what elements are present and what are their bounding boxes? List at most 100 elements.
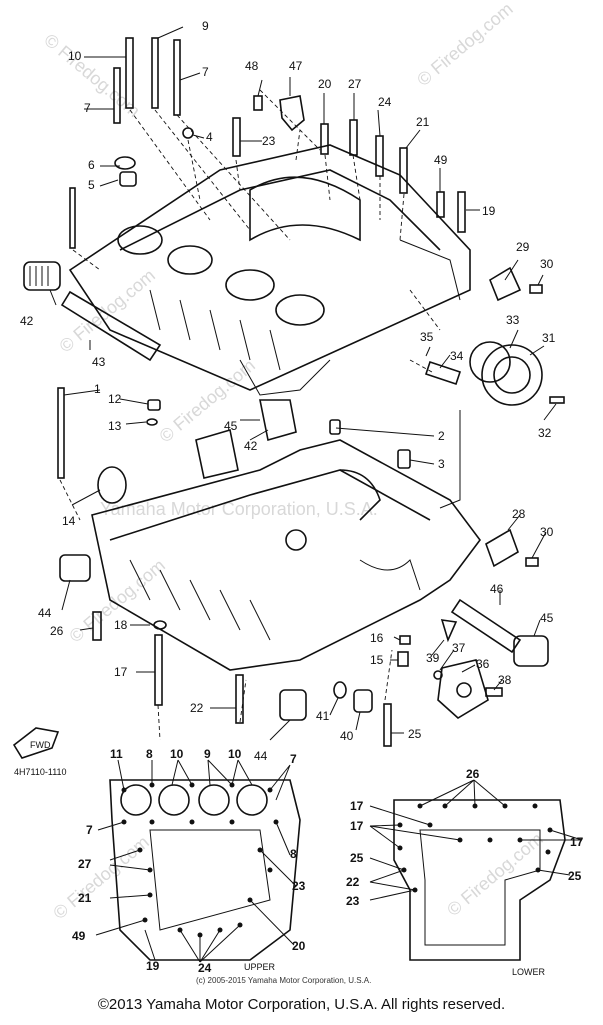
watermark-lower-left: © Firedog.com	[66, 555, 169, 646]
svg-text:17: 17	[350, 819, 364, 833]
callout-12: 12	[108, 392, 122, 406]
watermark-bottom-left: © Firedog.com	[49, 832, 152, 923]
upper-bearings	[23, 261, 565, 479]
callout-14: 14	[62, 514, 76, 528]
callout-42-mid: 42	[244, 439, 258, 453]
callout-38: 38	[498, 673, 512, 687]
callout-25: 25	[408, 727, 422, 741]
callout-47: 47	[289, 59, 303, 73]
svg-text:7: 7	[290, 752, 297, 766]
callout-20: 20	[318, 77, 332, 91]
svg-text:17: 17	[350, 799, 364, 813]
callout-36: 36	[476, 657, 490, 671]
callout-42-top: 42	[20, 314, 34, 328]
callout-43: 43	[92, 355, 106, 369]
svg-text:24: 24	[198, 961, 212, 975]
svg-text:8: 8	[290, 847, 297, 861]
callout-32: 32	[538, 426, 552, 440]
svg-text:11: 11	[110, 747, 123, 761]
svg-text:7: 7	[86, 823, 93, 837]
callout-40: 40	[340, 729, 354, 743]
callout-5: 5	[88, 178, 95, 192]
copyright-notice: ©2013 Yamaha Motor Corporation, U.S.A. A…	[97, 996, 506, 1013]
svg-text:27: 27	[78, 857, 92, 871]
callout-41: 41	[316, 709, 330, 723]
svg-text:9: 9	[204, 747, 211, 761]
svg-text:21: 21	[78, 891, 92, 905]
callout-19: 19	[482, 204, 496, 218]
callout-29: 29	[516, 240, 530, 254]
svg-text:10: 10	[170, 747, 184, 761]
callout-3: 3	[438, 457, 445, 471]
callout-2: 2	[438, 429, 445, 443]
callout-6: 6	[88, 158, 95, 172]
callout-13: 13	[108, 419, 122, 433]
alignment-lines	[59, 89, 441, 741]
callout-9: 9	[202, 19, 209, 33]
callout-44-left: 44	[38, 606, 52, 620]
upper-caption: UPPER	[244, 962, 276, 972]
front-marker-label: FWD	[30, 740, 51, 750]
inner-copyright: (c) 2005-2015 Yamaha Motor Corporation, …	[196, 976, 371, 985]
watermark-center: © Firedog.com	[156, 355, 259, 446]
callout-7-top: 7	[202, 65, 209, 79]
lower-layout-diagram: 26 17 17 17 25 25 22 23 LOWER	[346, 767, 584, 977]
callout-45-top: 45	[224, 419, 238, 433]
lower-studs	[92, 611, 503, 747]
watermark-top-right: © Firedog.com	[413, 0, 516, 90]
svg-text:19: 19	[146, 959, 160, 973]
svg-text:25: 25	[350, 851, 364, 865]
svg-text:8: 8	[146, 747, 153, 761]
callout-15: 15	[370, 653, 384, 667]
callout-7-left: 7	[84, 101, 91, 115]
callout-39: 39	[426, 651, 440, 665]
callout-16: 16	[370, 631, 384, 645]
callout-22: 22	[190, 701, 204, 715]
callout-26: 26	[50, 624, 64, 638]
figure-code: 4H7110-1110	[14, 767, 67, 777]
front-marker: FWD	[12, 727, 60, 759]
callout-17: 17	[114, 665, 128, 679]
callout-31: 31	[542, 331, 556, 345]
lower-crankcase	[59, 419, 549, 719]
callout-34: 34	[450, 349, 464, 363]
upper-crankcase	[68, 144, 471, 396]
callout-28: 28	[512, 507, 526, 521]
svg-text:23: 23	[346, 894, 360, 908]
callout-18: 18	[114, 618, 128, 632]
callout-48: 48	[245, 59, 259, 73]
callout-labels: 9 10 7 7 4 6 5 48 47 20 27 24 21 23 49 1…	[20, 19, 556, 763]
upper-studs	[69, 37, 466, 249]
callout-1: 1	[94, 382, 101, 396]
upper-layout-diagram: 11 8 10 9 10 7 7 8 27 23 21 49 19 24 20 …	[72, 747, 306, 975]
callout-27: 27	[348, 77, 362, 91]
callout-10: 10	[68, 49, 82, 63]
svg-text:17: 17	[570, 835, 584, 849]
callout-33: 33	[506, 313, 520, 327]
svg-text:49: 49	[72, 929, 86, 943]
svg-text:25: 25	[568, 869, 582, 883]
callout-49: 49	[434, 153, 448, 167]
callout-46: 46	[490, 582, 504, 596]
watermark-bottom-right: © Firedog.com	[443, 829, 546, 920]
svg-text:22: 22	[346, 875, 360, 889]
watermark-brand: Yamaha Motor Corporation, U.S.A.	[100, 499, 378, 519]
callout-37: 37	[452, 641, 466, 655]
callout-23: 23	[262, 134, 276, 148]
callout-45-lower: 45	[540, 611, 554, 625]
svg-text:26: 26	[466, 767, 480, 781]
leader-lines	[49, 26, 557, 741]
callout-30-top: 30	[540, 257, 554, 271]
callout-24: 24	[378, 95, 392, 109]
callout-35: 35	[420, 330, 434, 344]
lower-caption: LOWER	[512, 967, 546, 977]
svg-text:10: 10	[228, 747, 242, 761]
callout-30-lower: 30	[540, 525, 554, 539]
svg-text:20: 20	[292, 939, 306, 953]
callout-21: 21	[416, 115, 430, 129]
watermarks: © Firedog.com © Firedog.com © Firedog.co…	[40, 0, 546, 923]
svg-text:23: 23	[292, 879, 306, 893]
callout-44-bottom: 44	[254, 749, 268, 763]
callout-4: 4	[206, 130, 213, 144]
